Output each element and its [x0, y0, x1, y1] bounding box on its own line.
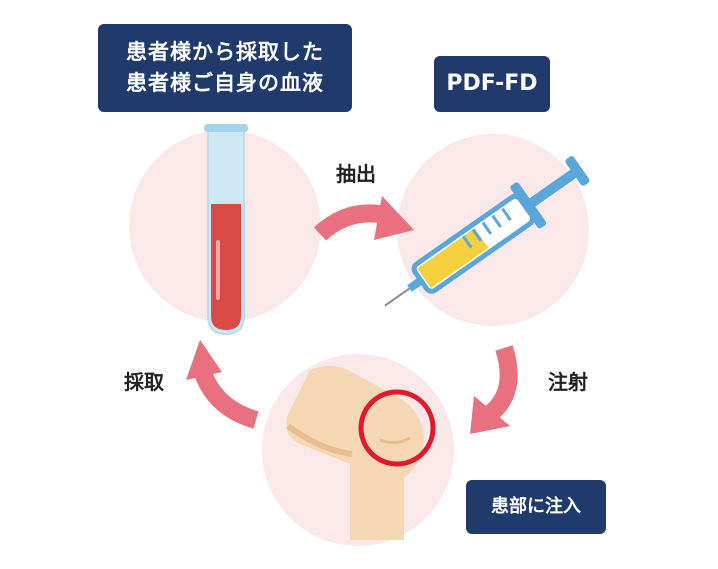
blood-source-line2: 患者様ご自身の血液: [126, 71, 324, 95]
step-collect-label: 採取: [124, 370, 164, 394]
blood-source-line1: 患者様から採取した: [126, 40, 324, 64]
test-tube-icon: [204, 124, 248, 336]
knee-icon: [286, 366, 436, 540]
step-inject-label: 注射: [548, 370, 588, 394]
pdf-fd-label: PDF-FD: [434, 56, 550, 112]
extract-arrow-icon: [313, 196, 414, 241]
step-extract-label: 抽出: [336, 162, 376, 186]
blood-source-label: 患者様から採取した 患者様ご自身の血液: [98, 24, 352, 112]
highlight-ring: [358, 389, 436, 467]
inject-site-label: 患部に注入: [466, 480, 606, 534]
syringe-icon: [384, 156, 590, 307]
inject-arrow-icon: [470, 345, 518, 434]
collect-arrow-icon: [186, 340, 259, 429]
